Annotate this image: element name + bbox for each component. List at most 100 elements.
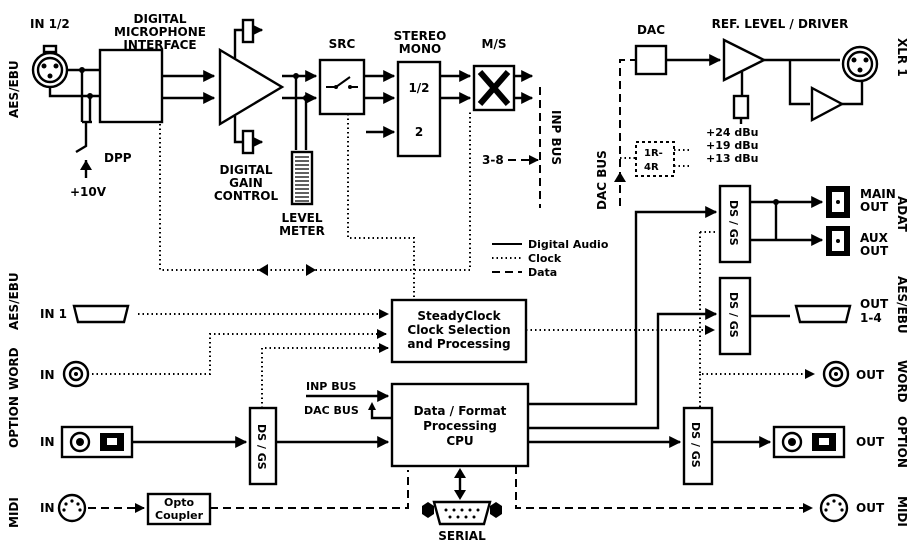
steadyclock-box	[390, 298, 528, 364]
opto-label-2: Coupler	[155, 509, 204, 522]
opto-label-1: Opto	[164, 496, 194, 509]
level-13: +13 dBu	[706, 152, 758, 165]
level-meter-label-2: METER	[279, 224, 325, 238]
main-out-label-1: MAIN	[860, 187, 896, 201]
option-left-label: OPTION	[7, 396, 21, 448]
in12-label: IN 1/2	[30, 17, 70, 31]
legend: Digital Audio Clock Data	[492, 238, 609, 279]
aux-out-label-2: OUT	[860, 244, 889, 258]
level-19: +19 dBu	[706, 139, 758, 152]
ref-level-driver-amp	[722, 38, 767, 82]
midi-out-connector	[819, 493, 849, 523]
inp-bus-label: INP BUS	[306, 380, 357, 393]
dsgs-box-aes	[718, 276, 752, 356]
serial-port-connector	[422, 500, 502, 526]
legend-digital-audio: Digital Audio	[528, 238, 609, 251]
r4-label: 4R	[644, 162, 659, 173]
word-in-label: IN	[40, 368, 55, 382]
word-left-label: WORD	[7, 347, 21, 390]
dpp-label: DPP	[104, 151, 132, 165]
dgc-label-2: GAIN	[229, 176, 263, 190]
legend-clock: Clock	[528, 252, 562, 265]
dac-box	[634, 44, 668, 76]
dsgs-adat-label: DS / GS	[727, 200, 740, 246]
level-meter	[290, 150, 314, 206]
aes-ebu-top-label: AES/EBU	[7, 60, 21, 118]
dsgs-in-label: DS / GS	[255, 424, 268, 470]
midi-in-connector	[57, 493, 87, 523]
cpu-box	[390, 382, 530, 468]
aux-out-label-1: AUX	[860, 231, 889, 245]
aes-ebu-left-label: AES/EBU	[7, 272, 21, 330]
adat-aux-out-connector	[826, 226, 850, 256]
aes-out-label-1: OUT	[860, 297, 889, 311]
steadyclock-label-3: and Processing	[407, 337, 510, 351]
midi-out-label: OUT	[856, 501, 885, 515]
midi-in-label: IN	[40, 501, 55, 515]
dsgs-box-option-out	[682, 406, 714, 486]
xlr-input-connector	[31, 44, 69, 89]
r1-label: 1R-	[644, 148, 663, 159]
stereo-mono-port-2: 2	[415, 125, 423, 139]
inverting-driver-amp	[810, 86, 845, 122]
dmi-label-1: DIGITAL	[134, 12, 187, 26]
ch38-label: 3-8	[482, 153, 504, 167]
word-out-bnc-connector	[822, 360, 850, 388]
steadyclock-label-1: SteadyClock	[417, 309, 501, 323]
steadyclock-label-2: Clock Selection	[407, 323, 510, 337]
dsgs-box-adat	[718, 184, 752, 264]
dmi-box	[98, 48, 164, 124]
option-in-connector	[60, 425, 134, 459]
opto-coupler-box	[146, 492, 212, 526]
aes-sub-d-in-connector	[72, 304, 130, 324]
option-out-label: OUT	[856, 435, 885, 449]
midi-right-label: MIDI	[895, 496, 909, 527]
option-out-connector	[772, 425, 846, 459]
legend-data: Data	[528, 266, 557, 279]
cpu-label-2: Processing	[423, 419, 497, 433]
dsgs-box-in	[248, 406, 278, 486]
cpu-label-3: CPU	[446, 434, 473, 448]
r-selector-box	[635, 141, 675, 177]
stereo-mono-port-12: 1/2	[408, 81, 429, 95]
dgc-label-1: DIGITAL	[220, 163, 273, 177]
aes-sub-d-out-connector	[794, 304, 852, 324]
dac-bus-h-label: DAC BUS	[304, 404, 359, 417]
main-out-label-2: OUT	[860, 200, 889, 214]
dac-bus-label: DAC BUS	[595, 150, 609, 210]
dsgs-option-out-label: DS / GS	[689, 422, 702, 468]
word-in-bnc-connector	[62, 360, 90, 388]
xlr1-label: XLR 1	[895, 38, 909, 77]
ms-label: M/S	[482, 37, 507, 51]
cpu-label-1: Data / Format	[414, 404, 507, 418]
xlr-output-connector	[841, 45, 879, 83]
dmi-label-3: INTERFACE	[123, 38, 196, 52]
dgc-label-3: CONTROL	[214, 189, 279, 203]
adat-label: ADAT	[895, 196, 909, 233]
dac-label: DAC	[637, 23, 665, 37]
stereo-mono-label-1: STEREO	[394, 29, 447, 43]
aes-out-label-2: 1-4	[860, 311, 882, 325]
option-in-label: IN	[40, 435, 55, 449]
word-out-label: OUT	[856, 368, 885, 382]
midi-left-label: MIDI	[7, 497, 21, 528]
adat-main-out-connector	[826, 186, 850, 218]
plus10v-label: +10V	[70, 185, 107, 199]
serial-label: SERIAL	[438, 529, 486, 543]
aes-ebu-right-label: AES/EBU	[895, 276, 909, 334]
digital-gain-control-amp	[218, 47, 285, 127]
src-label: SRC	[329, 37, 356, 51]
aes-in1-label: IN 1	[40, 307, 67, 321]
inp-bus-vertical-label: INP BUS	[549, 110, 563, 165]
option-right-label: OPTION	[895, 416, 909, 468]
ref-level-label: REF. LEVEL / DRIVER	[712, 17, 849, 31]
level-24: +24 dBu	[706, 126, 758, 139]
word-right-label: WORD	[895, 360, 909, 403]
stereo-mono-box	[396, 60, 442, 158]
dmi-label-2: MICROPHONE	[114, 25, 206, 39]
stereo-mono-label-2: MONO	[399, 42, 441, 56]
level-meter-label-1: LEVEL	[282, 211, 323, 225]
dsgs-aes-label: DS / GS	[727, 292, 740, 338]
